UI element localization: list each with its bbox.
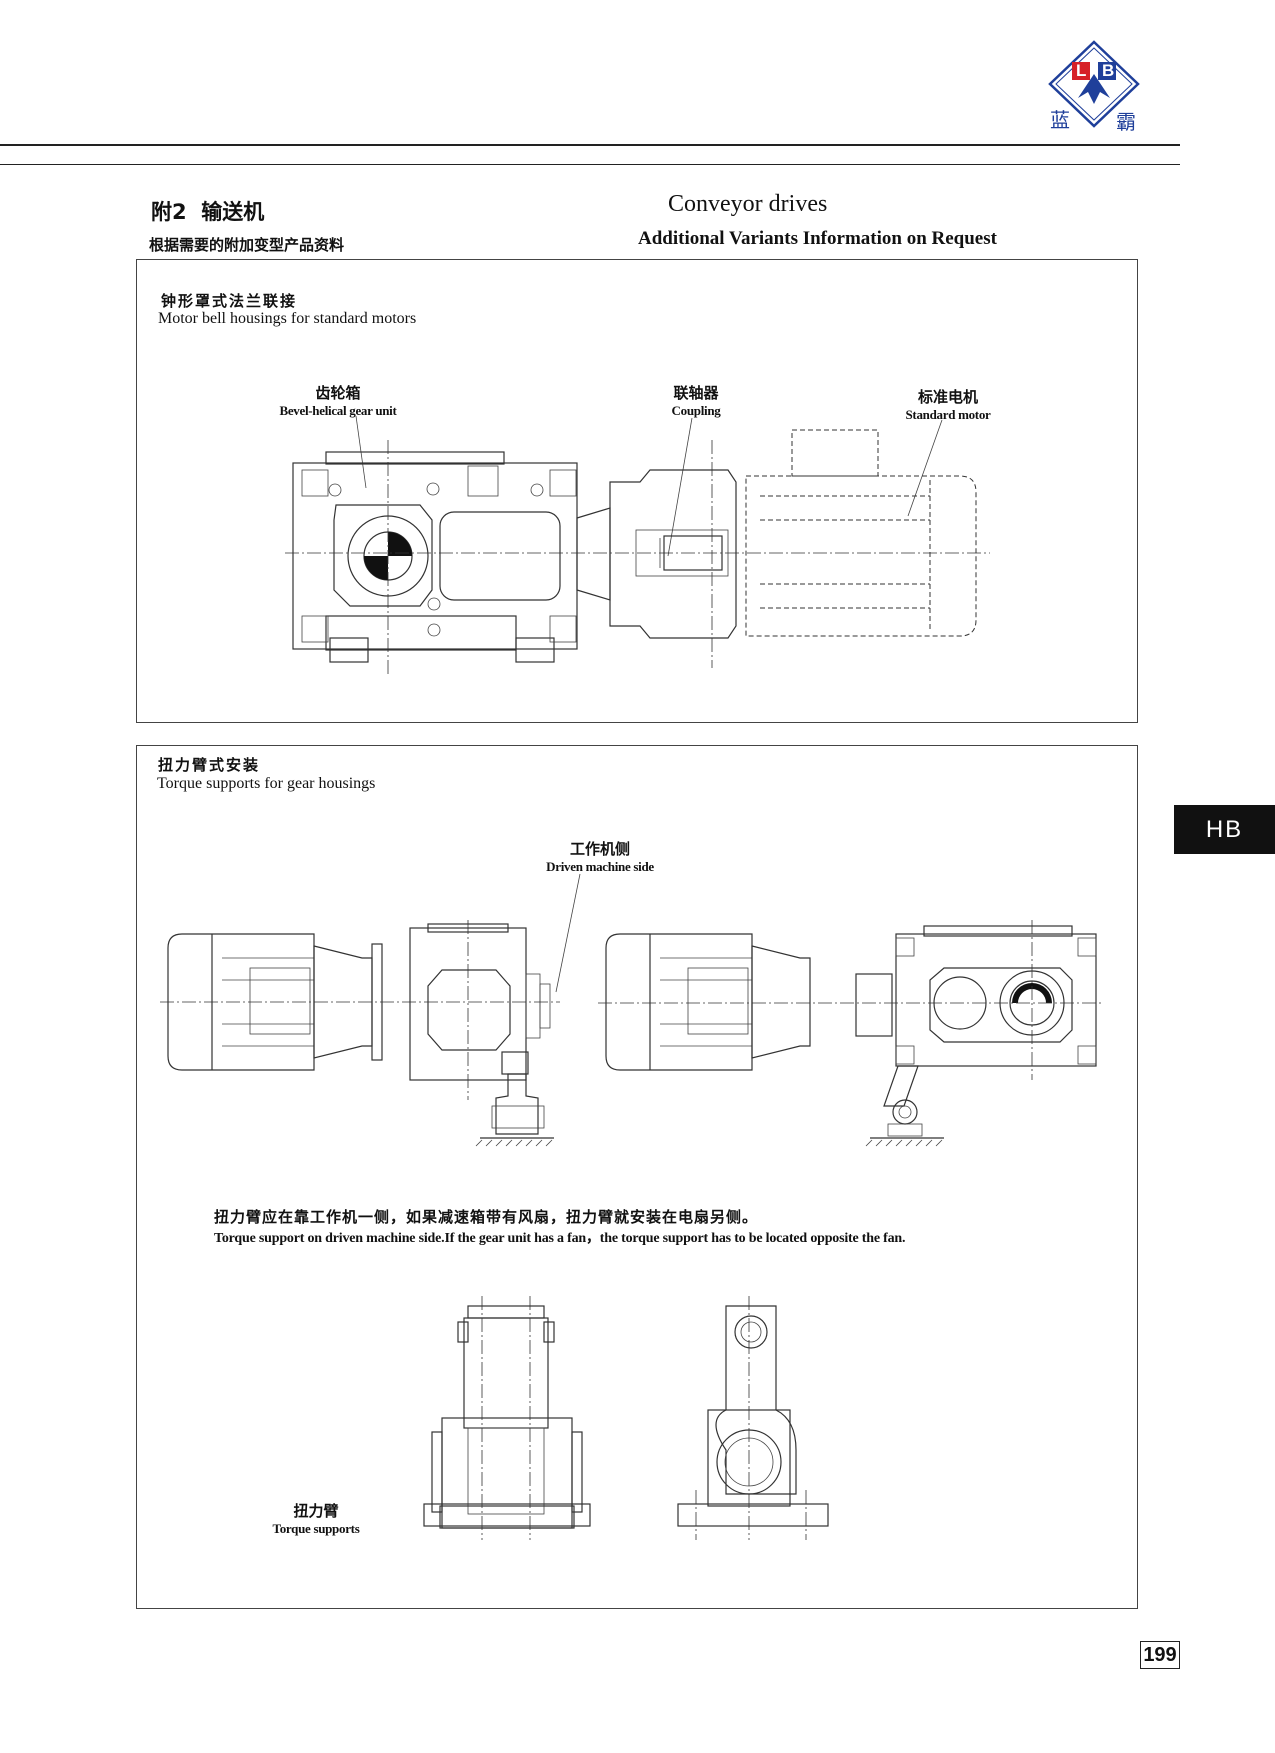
callout-torque-en: Torque supports — [272, 1521, 360, 1536]
side-tab-hb[interactable]: HB — [1174, 805, 1275, 854]
callout-standard-motor-en: Standard motor — [905, 407, 991, 422]
callout-standard-motor: 标准电机 Standard motor — [888, 386, 1008, 423]
logo-emblem-icon — [1048, 40, 1140, 128]
section-motor-bell-housing — [136, 259, 1138, 723]
header-rule-top — [0, 144, 1180, 146]
callout-standard-motor-cn: 标准电机 — [917, 388, 978, 406]
page-title-en: Conveyor drives — [668, 191, 828, 217]
callout-gear-unit-en: Bevel-helical gear unit — [279, 403, 397, 418]
section-torque-supports — [136, 745, 1138, 1609]
section1-label-cn: 钟形罩式法兰联接 — [161, 292, 298, 310]
callout-torque-cn: 扭力臂 — [293, 1502, 339, 1520]
callout-driven-side-cn: 工作机侧 — [569, 840, 630, 858]
logo-brand-right: 霸 — [1116, 110, 1136, 134]
section2-label-en: Torque supports for gear housings — [157, 775, 376, 792]
callout-coupling: 联轴器 Coupling — [636, 382, 756, 419]
callout-coupling-en: Coupling — [671, 403, 721, 418]
logo-brand-left: 蓝 — [1050, 108, 1070, 132]
torque-note-cn: 扭力臂应在靠工作机一侧，如果减速箱带有风扇，扭力臂就安装在电扇另侧。 — [214, 1208, 759, 1226]
section2-label-cn: 扭力臂式安装 — [158, 756, 261, 774]
section1-label-en: Motor bell housings for standard motors — [158, 310, 417, 327]
page-subtitle-en: Additional Variants Information on Reque… — [638, 228, 997, 249]
page-number: 199 — [1140, 1641, 1180, 1669]
page-title-cn: 附2 输送机 — [151, 200, 265, 224]
callout-torque-supports: 扭力臂 Torque supports — [256, 1500, 376, 1537]
torque-note-en: Torque support on driven machine side.If… — [214, 1231, 906, 1246]
callout-gear-unit-cn: 齿轮箱 — [315, 384, 361, 402]
callout-gear-unit: 齿轮箱 Bevel-helical gear unit — [268, 382, 408, 419]
header-rule-bottom — [0, 164, 1180, 165]
page-subtitle-cn: 根据需要的附加变型产品资料 — [149, 236, 345, 254]
callout-driven-side-en: Driven machine side — [546, 859, 654, 874]
brand-logo: L B 蓝 霸 — [1048, 40, 1140, 134]
logo-letter-b: B — [1102, 61, 1115, 80]
callout-coupling-cn: 联轴器 — [673, 384, 719, 402]
logo-letter-l: L — [1076, 61, 1087, 80]
callout-driven-machine-side: 工作机侧 Driven machine side — [530, 838, 670, 875]
